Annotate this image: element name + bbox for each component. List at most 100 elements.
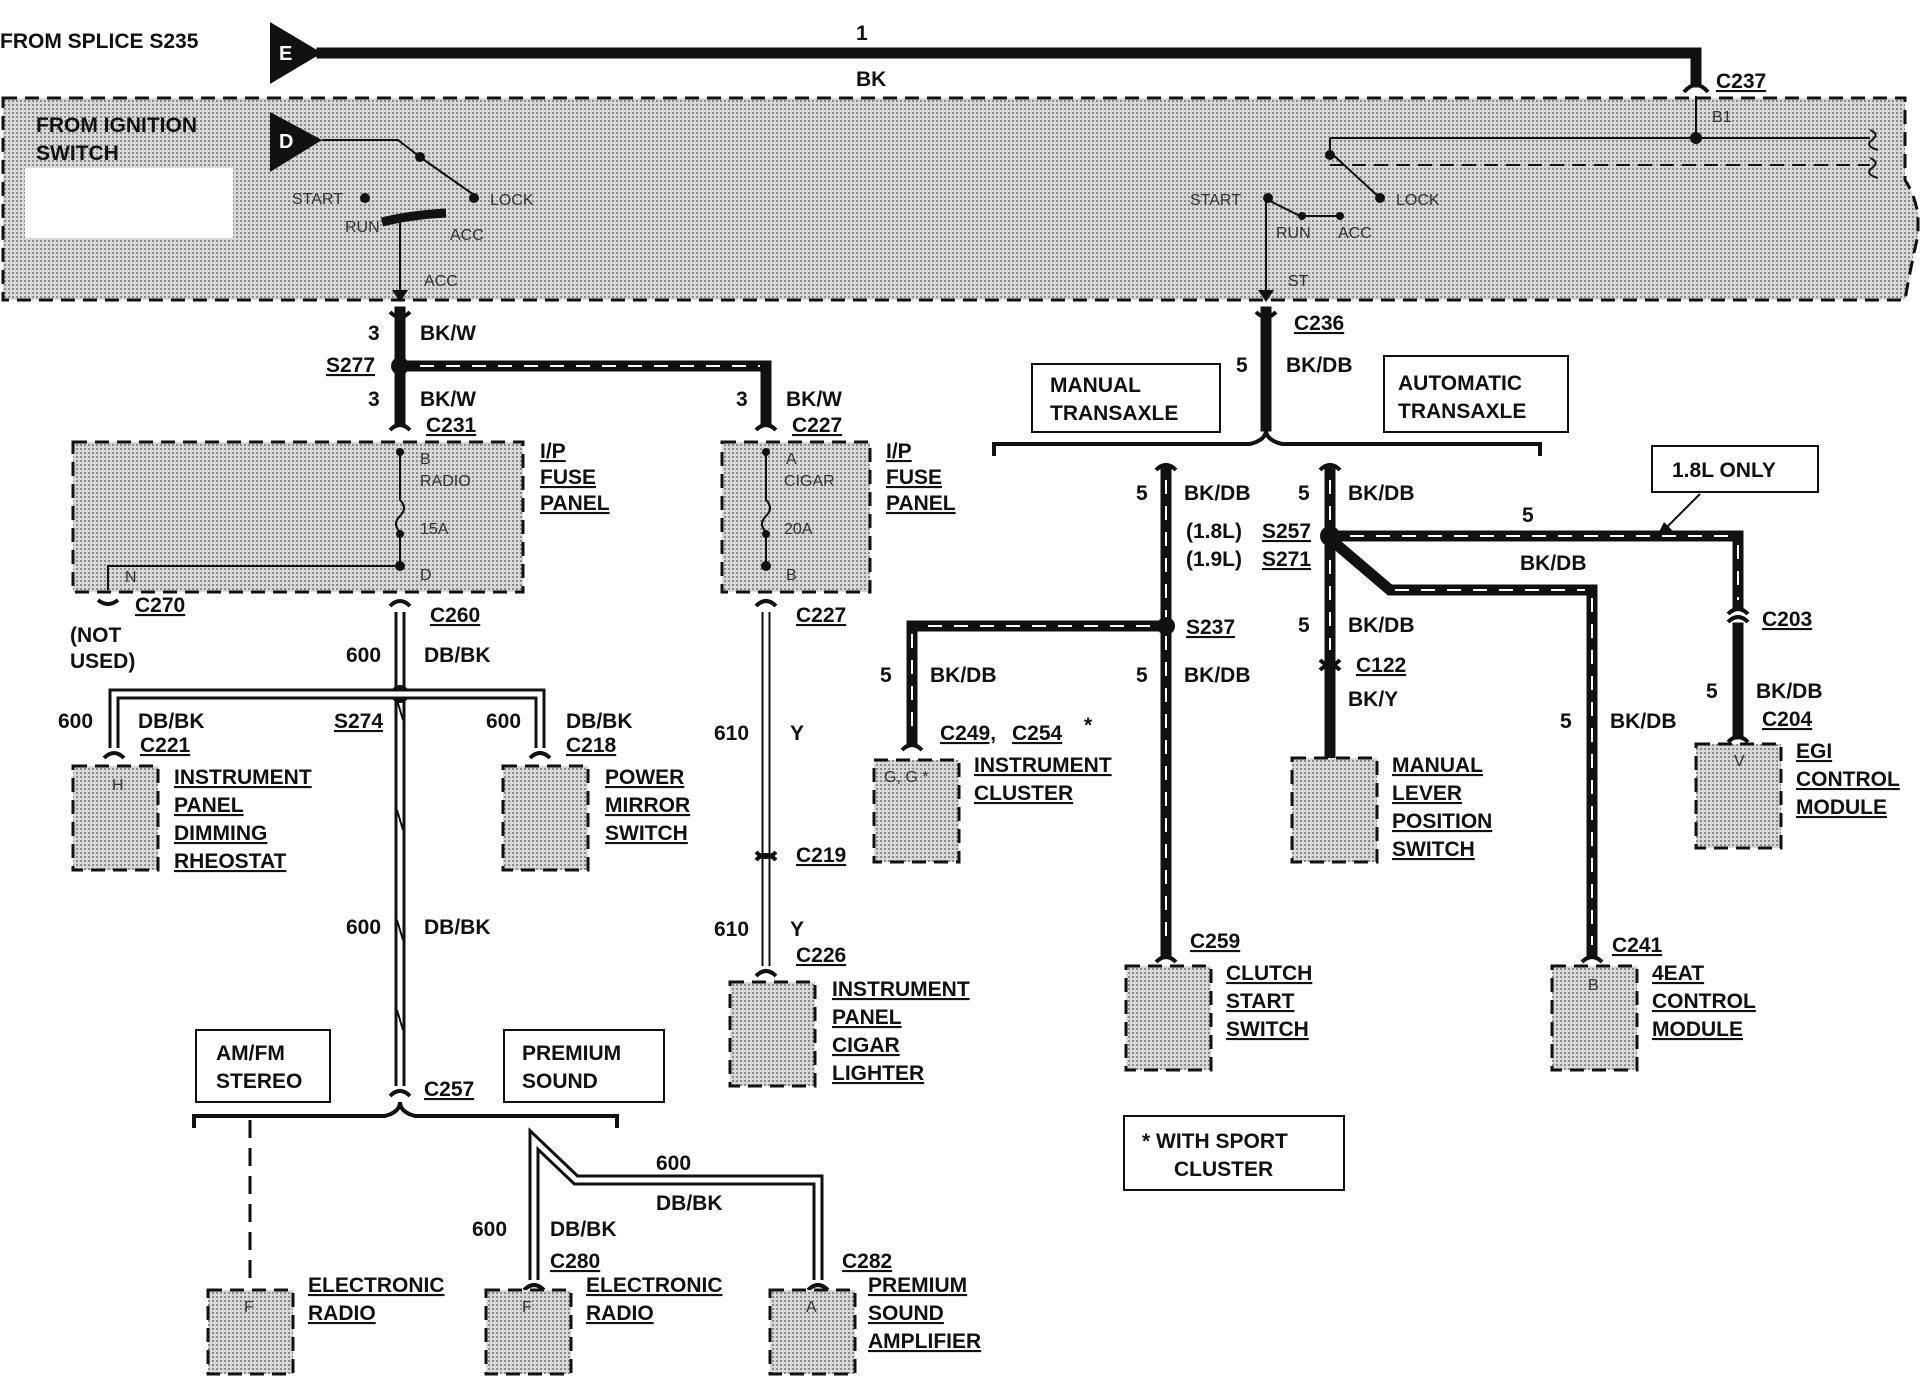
diagram-label: FUSE xyxy=(886,466,942,489)
wire-segment xyxy=(1350,535,1739,600)
diagram-label: C280 xyxy=(550,1250,600,1273)
wire-segment xyxy=(192,1101,619,1128)
diagram-label: ACC xyxy=(1338,225,1372,242)
diagram-label: BK/DB xyxy=(1286,354,1353,377)
diagram-label: C282 xyxy=(842,1250,892,1273)
diagram-label: SOUND xyxy=(868,1302,944,1325)
diagram-label: INSTRUMENT xyxy=(832,978,970,1001)
diagram-label: I/P xyxy=(886,440,912,463)
diagram-label: B1 xyxy=(1712,109,1732,126)
wire-segment xyxy=(761,452,771,566)
wire-segment xyxy=(395,452,405,566)
blank-label-area xyxy=(25,168,233,238)
diagram-label: C249, xyxy=(940,722,996,745)
diagram-label: RADIO xyxy=(586,1302,654,1325)
diagram-label: C203 xyxy=(1762,608,1812,631)
diagram-label: PREMIUM xyxy=(868,1274,967,1297)
diagram-label: PANEL xyxy=(174,794,244,817)
egi-control-module xyxy=(1694,742,1783,850)
from-ignition-line1: FROM IGNITION xyxy=(36,114,197,137)
diagram-label: I/P xyxy=(540,440,566,463)
wire-segment xyxy=(1868,157,1879,179)
diagram-label: B xyxy=(420,451,431,468)
diagram-label: BK/Y xyxy=(1348,688,1398,711)
ignition-switch-housing xyxy=(1,96,1920,302)
diagram-label: POSITION xyxy=(1392,810,1492,833)
diagram-label: 4EAT xyxy=(1652,962,1704,985)
splice-point xyxy=(360,193,370,203)
diagram-label: S271 xyxy=(1262,548,1311,571)
wire-segment xyxy=(528,751,552,760)
diagram-label: 600 xyxy=(346,644,381,667)
diagram-label: MIRROR xyxy=(605,794,690,817)
diagram-label: S274 xyxy=(334,710,383,733)
diagram-label: 5 xyxy=(1560,710,1572,733)
diagram-label: C218 xyxy=(566,734,617,757)
wire-segment xyxy=(1580,955,1604,964)
diagram-label: LEVER xyxy=(1392,782,1462,805)
diagram-label: Y xyxy=(790,918,804,941)
diagram-label: FUSE xyxy=(540,466,596,489)
wire-segment xyxy=(754,423,778,432)
splice-point xyxy=(762,530,770,538)
wire-segment xyxy=(1318,658,1342,672)
diagram-label: BK/DB xyxy=(1348,482,1415,505)
diagram-label: USED) xyxy=(70,650,135,673)
wire-segment xyxy=(1318,463,1342,472)
instrument-cluster xyxy=(872,758,961,864)
diagram-label: POWER xyxy=(605,766,684,789)
diagram-label: (1.8L) xyxy=(1186,520,1242,543)
diagram-label: STEREO xyxy=(216,1070,302,1093)
arrow-marker xyxy=(392,290,408,302)
from-ignition-line2: SWITCH xyxy=(36,142,119,165)
flag-e-label: E xyxy=(279,43,292,65)
diagram-label: V xyxy=(1734,753,1745,770)
diagram-label: B xyxy=(1588,977,1599,994)
diagram-label: 1.8L ONLY xyxy=(1672,459,1776,482)
diagram-label: C221 xyxy=(140,734,191,757)
diagram-label: AMPLIFIER xyxy=(868,1330,981,1353)
diagram-box xyxy=(1651,445,1819,493)
diagram-label: C260 xyxy=(430,604,480,627)
diagram-label: CLUTCH xyxy=(1226,962,1312,985)
diagram-label: RHEOSTAT xyxy=(174,850,287,873)
diagram-label: BK/W xyxy=(786,388,842,411)
diagram-label: 20A xyxy=(784,521,813,538)
diagram-label: BK/DB xyxy=(1184,482,1251,505)
diagram-label: C241 xyxy=(1612,934,1663,957)
diagram-label: C227 xyxy=(796,604,846,627)
diagram-label: PANEL xyxy=(832,1006,902,1029)
diagram-box xyxy=(503,1029,665,1103)
diagram-label: (NOT xyxy=(70,624,121,647)
diagram-label: C236 xyxy=(1294,312,1344,335)
top-wire-color: BK xyxy=(856,68,886,91)
diagram-label: 5 xyxy=(1136,482,1148,505)
connector-c237-symbol xyxy=(1682,83,1710,94)
diagram-label: LOCK xyxy=(1396,192,1440,209)
flag-d-label: D xyxy=(279,131,293,153)
diagram-label: C254 xyxy=(1012,722,1063,745)
diagram-label: (1.9L) xyxy=(1186,548,1242,571)
diagram-box xyxy=(1383,355,1569,433)
diagram-label: ELECTRONIC xyxy=(308,1274,445,1297)
diagram-label: BK/DB xyxy=(1184,664,1251,687)
wire-segment xyxy=(388,1089,412,1098)
wire-segment xyxy=(1154,463,1178,472)
diagram-label: RUN xyxy=(345,219,380,236)
diagram-label: START xyxy=(292,191,343,208)
splice-point xyxy=(761,561,771,571)
4eat-control-module xyxy=(1550,964,1639,1072)
diagram-label: CONTROL xyxy=(1652,990,1756,1013)
diagram-label: BK/DB xyxy=(1610,710,1677,733)
diagram-label: RADIO xyxy=(308,1302,376,1325)
diagram-label: D xyxy=(420,567,432,584)
diagram-label: S257 xyxy=(1262,520,1311,543)
diagram-label: DB/BK xyxy=(656,1192,723,1215)
diagram-label: LIGHTER xyxy=(832,1062,924,1085)
diagram-label: BK/W xyxy=(420,388,476,411)
wire-segment xyxy=(1868,129,1879,151)
from-splice-label: FROM SPLICE S235 xyxy=(0,30,199,53)
diagram-label: 610 xyxy=(714,722,749,745)
wire-bk-top xyxy=(316,47,1702,88)
splice-point xyxy=(1336,212,1344,220)
